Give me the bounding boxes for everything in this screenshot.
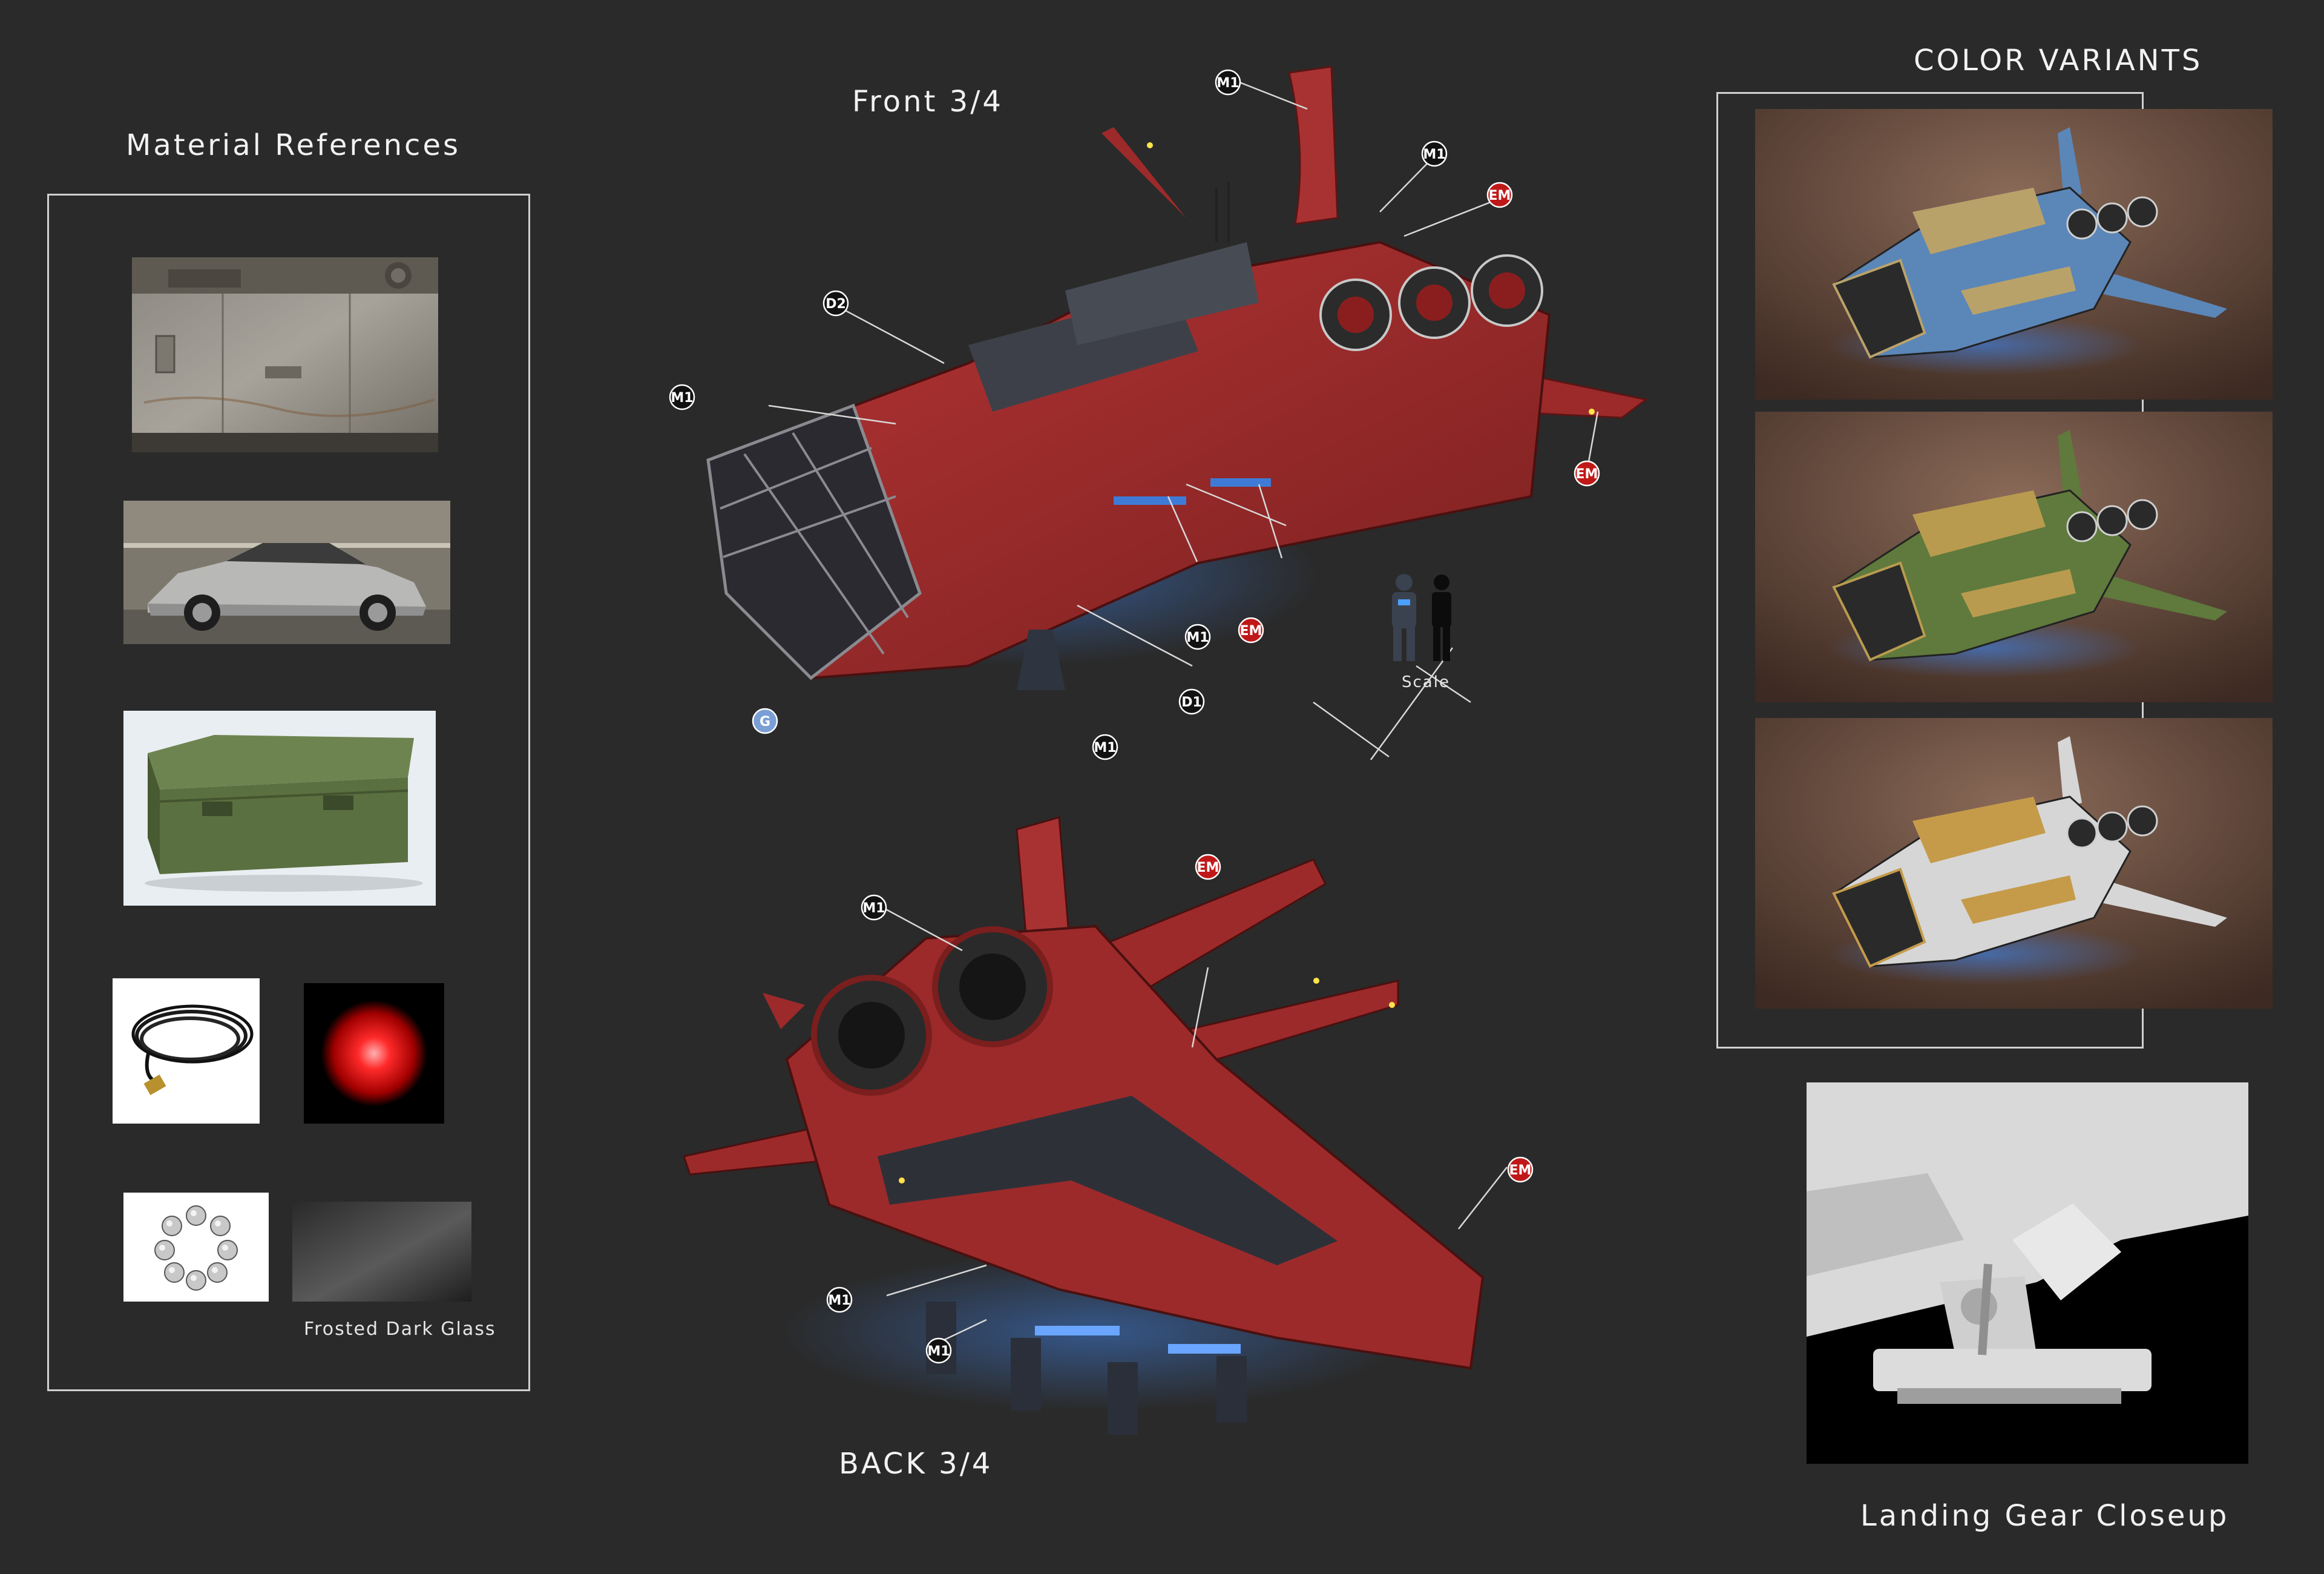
landing-gear-closeup-image[interactable] — [1807, 1082, 2248, 1464]
callout-m1-tailfin: M1 — [1215, 69, 1241, 96]
material-references-title: Material References — [126, 128, 461, 162]
back-ship-render[interactable] — [672, 805, 1543, 1477]
callout-g-glass: G — [752, 708, 778, 734]
frosted-glass-caption: Frosted Dark Glass — [304, 1319, 496, 1340]
callout-d2: D2 — [822, 290, 849, 317]
red-light-image[interactable] — [304, 983, 444, 1124]
svg-text:M1: M1 — [1216, 76, 1239, 91]
green-crate-image[interactable] — [123, 711, 436, 906]
svg-text:D1: D1 — [1181, 695, 1202, 710]
svg-text:M1: M1 — [1094, 740, 1116, 756]
front-view-title: Front 3/4 — [852, 85, 1003, 119]
callout-em-top: EM — [1486, 182, 1513, 208]
svg-text:M1: M1 — [671, 390, 693, 406]
callout-d1: D1 — [1178, 688, 1205, 715]
chrome-nuts-image[interactable] — [123, 1193, 269, 1302]
callout-m1-gear: M1 — [1092, 734, 1118, 760]
callout-m1-nose: M1 — [669, 384, 695, 410]
material-references-panel — [47, 194, 530, 1391]
steel-car-image[interactable] — [123, 501, 450, 644]
svg-text:EM: EM — [1240, 624, 1262, 639]
landing-gear-title: Landing Gear Closeup — [1860, 1499, 2230, 1533]
blue-variant-render[interactable] — [1755, 109, 2273, 400]
callout-m1-top: M1 — [1421, 140, 1448, 167]
svg-text:D2: D2 — [826, 297, 846, 312]
white-variant-render[interactable] — [1755, 718, 2273, 1009]
rusted-metal-panel-image[interactable] — [132, 257, 438, 452]
svg-text:G: G — [760, 714, 770, 729]
scale-figures — [1374, 569, 1471, 666]
scale-label: Scale — [1402, 673, 1450, 691]
svg-text:M1: M1 — [1186, 630, 1209, 645]
frosted-glass-image[interactable] — [292, 1202, 471, 1302]
green-variant-render[interactable] — [1755, 412, 2273, 702]
svg-text:EM: EM — [1576, 467, 1598, 482]
svg-text:M1: M1 — [1423, 147, 1445, 162]
color-variants-title: COLOR VARIANTS — [1914, 44, 2203, 77]
callout-em-wing: EM — [1574, 460, 1600, 487]
callout-em-side: EM — [1238, 617, 1264, 644]
back-view-title: BACK 3/4 — [839, 1447, 993, 1481]
callout-m1-side: M1 — [1184, 624, 1211, 650]
svg-text:EM: EM — [1489, 188, 1511, 203]
front-ship-render[interactable] — [654, 61, 1670, 763]
black-cable-image[interactable] — [113, 978, 260, 1124]
